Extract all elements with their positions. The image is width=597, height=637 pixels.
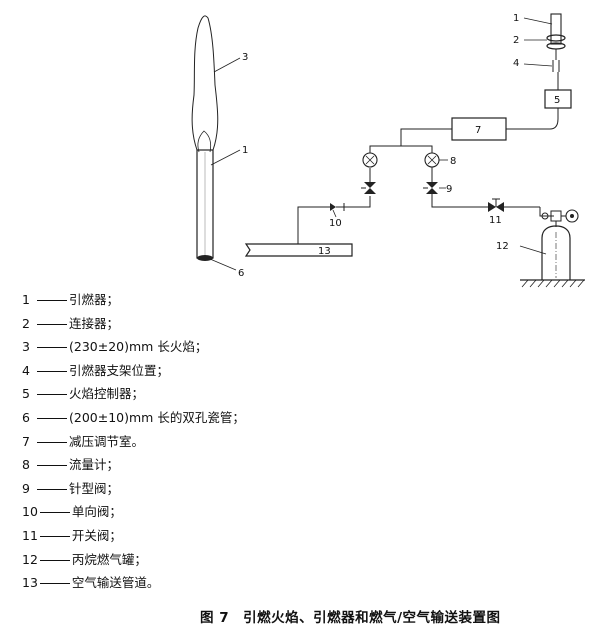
legend-list: 1 引燃器； 2 连接器； 3 (230±20)mm 长火焰； 4 引燃器支架位置； 5 火焰控制… bbox=[22, 288, 245, 595]
legend-text: 空气输送管道。 bbox=[71, 575, 160, 591]
legend-dash bbox=[37, 488, 67, 490]
legend-text: 针型阀； bbox=[69, 480, 120, 496]
pipe-to-reducer bbox=[400, 128, 452, 146]
gas-pipe bbox=[431, 194, 488, 208]
legend-number: 12 bbox=[22, 551, 38, 567]
legend-dash bbox=[37, 370, 67, 372]
pipe-reducer-to-controller bbox=[506, 108, 559, 130]
legend-item: 3 (230±20)mm 长火焰； bbox=[22, 335, 245, 359]
flame bbox=[191, 15, 219, 151]
legend-text: 丙烷燃气罐； bbox=[71, 551, 147, 567]
figure-caption: 图 7 引燃火焰、引燃器和燃气/空气输送装置图 bbox=[200, 610, 501, 626]
legend-dash bbox=[37, 417, 67, 419]
legend-text: 火焰控制器； bbox=[69, 386, 145, 402]
leader-6 bbox=[209, 258, 237, 271]
callout-6: 6 bbox=[238, 268, 244, 279]
legend-number: 10 bbox=[22, 504, 38, 520]
legend-dash bbox=[37, 394, 67, 396]
callout-12: 12 bbox=[496, 241, 509, 252]
legend-text: 引燃器支架位置； bbox=[69, 362, 170, 378]
callout-5: 5 bbox=[554, 95, 560, 106]
callout-13: 13 bbox=[318, 246, 331, 257]
legend-item: 9 针型阀； bbox=[22, 477, 245, 501]
leader-12 bbox=[519, 245, 547, 255]
legend-number: 7 bbox=[22, 433, 30, 449]
legend-dash bbox=[39, 559, 70, 561]
small-burner bbox=[546, 13, 566, 60]
callout-1-left: 1 bbox=[242, 145, 248, 156]
callout-11: 11 bbox=[489, 215, 502, 226]
leader-3 bbox=[213, 57, 241, 73]
callout-3: 3 bbox=[242, 52, 248, 63]
callout-2: 2 bbox=[513, 35, 519, 46]
legend-dash bbox=[39, 535, 70, 537]
needle-valve-right bbox=[423, 182, 438, 194]
legend-number: 11 bbox=[22, 527, 38, 543]
legend-dash bbox=[37, 465, 67, 467]
legend-dash bbox=[37, 441, 67, 443]
flame-inner-cone bbox=[197, 130, 212, 153]
legend-number: 3 bbox=[22, 339, 30, 355]
legend-item: 4 引燃器支架位置； bbox=[22, 359, 245, 383]
legend-number: 9 bbox=[22, 480, 30, 496]
legend-text: 减压调节室。 bbox=[69, 433, 145, 449]
legend-number: 2 bbox=[22, 315, 30, 331]
legend-item: 7 减压调节室。 bbox=[22, 430, 245, 454]
check-valve bbox=[330, 203, 345, 211]
callout-1-right: 1 bbox=[513, 13, 519, 24]
flowmeter-right bbox=[424, 152, 440, 168]
air-duct bbox=[244, 243, 353, 257]
legend-text: 连接器； bbox=[69, 315, 120, 331]
air-pipe bbox=[297, 206, 330, 244]
callout-10: 10 bbox=[329, 218, 342, 229]
legend-text: 引燃器； bbox=[69, 292, 120, 307]
legend-dash bbox=[37, 300, 67, 301]
legend-number: 5 bbox=[22, 386, 30, 402]
callout-7: 7 bbox=[475, 125, 481, 136]
flowmeter-left bbox=[362, 152, 378, 168]
legend-text: (200±10)mm 长的双孔瓷管； bbox=[69, 409, 245, 425]
legend-text: 流量计； bbox=[69, 457, 120, 473]
legend-text: 开关阀； bbox=[71, 527, 122, 543]
shutoff-valve bbox=[488, 198, 504, 212]
legend-dash bbox=[39, 512, 70, 514]
callout-8: 8 bbox=[450, 156, 456, 167]
legend-item: 10 单向阀； bbox=[22, 500, 245, 524]
legend-item: 6 (200±10)mm 长的双孔瓷管； bbox=[22, 406, 245, 430]
legend-text: 单向阀； bbox=[71, 504, 122, 520]
ground-hatch bbox=[520, 279, 585, 288]
leader-1-left bbox=[210, 149, 241, 166]
tube-end bbox=[197, 255, 213, 261]
legend-item: 5 火焰控制器； bbox=[22, 382, 245, 406]
legend-number: 1 bbox=[22, 292, 30, 307]
legend-item: 11 开关阀； bbox=[22, 524, 245, 548]
legend-number: 8 bbox=[22, 457, 30, 473]
legend-number: 4 bbox=[22, 362, 30, 378]
legend-dash bbox=[37, 347, 67, 349]
legend-text: (230±20)mm 长火焰； bbox=[69, 339, 208, 355]
legend-item: 1 引燃器； bbox=[22, 288, 245, 312]
legend-item: 13 空气输送管道。 bbox=[22, 571, 245, 595]
legend-item: 12 丙烷燃气罐； bbox=[22, 548, 245, 572]
burner-support-marks bbox=[552, 60, 560, 72]
air-branch-pipe bbox=[344, 196, 371, 208]
legend-number: 13 bbox=[22, 575, 38, 591]
legend-number: 6 bbox=[22, 409, 30, 425]
legend-item: 2 连接器； bbox=[22, 312, 245, 336]
callout-4: 4 bbox=[513, 58, 519, 69]
needle-valve-left bbox=[361, 182, 376, 194]
callout-9: 9 bbox=[446, 184, 452, 195]
leader-10 bbox=[332, 209, 337, 218]
leader-4 bbox=[523, 63, 553, 67]
legend-dash bbox=[37, 323, 67, 325]
tank-regulator bbox=[539, 207, 579, 227]
legend-item: 8 流量计； bbox=[22, 453, 245, 477]
leader-1-right bbox=[523, 17, 553, 25]
pipe-left-top bbox=[369, 145, 433, 153]
legend-dash bbox=[39, 583, 70, 585]
propane-tank bbox=[541, 225, 571, 280]
apparatus-diagram: 3 1 6 13 10 8 9 bbox=[191, 13, 585, 288]
